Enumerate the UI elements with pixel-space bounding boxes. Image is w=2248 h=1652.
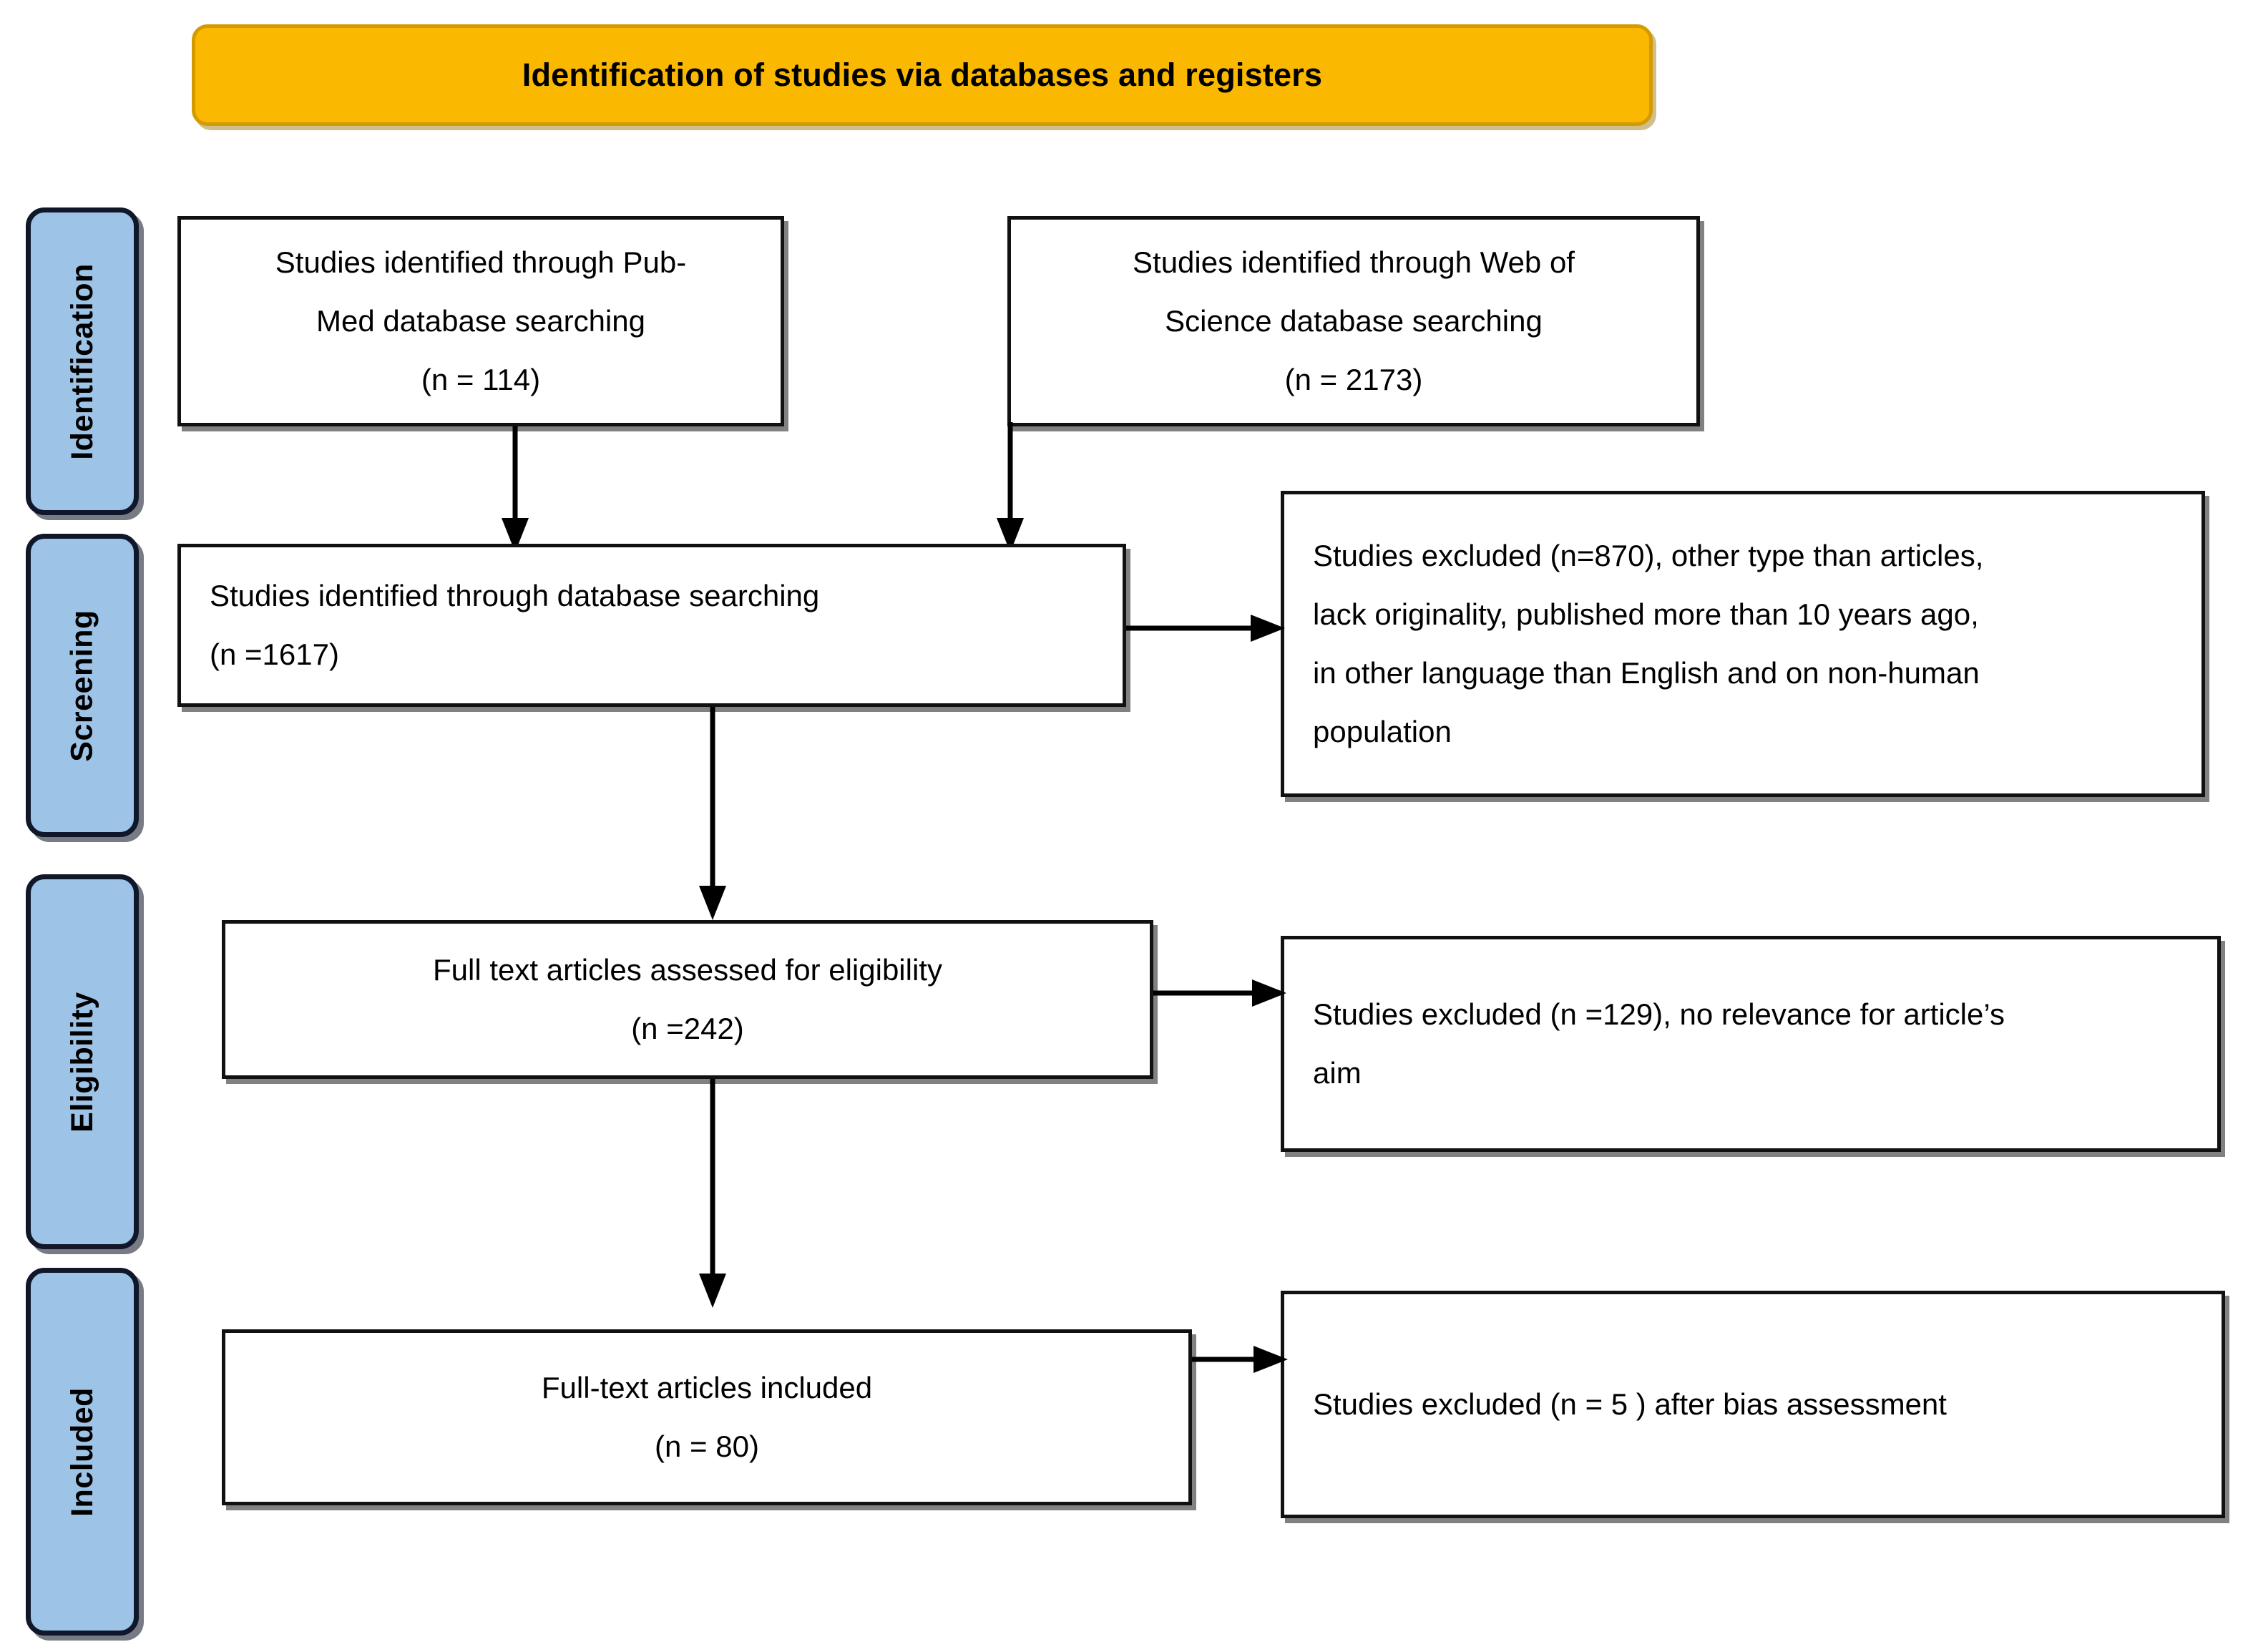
stage-tab-eligibility: Eligibility — [26, 874, 139, 1249]
arrow-eligibility-to-included — [698, 1079, 727, 1309]
box-full-text-included: Full-text articles included (n = 80) — [222, 1329, 1192, 1505]
stage-label-included: Included — [64, 1387, 99, 1517]
box-wos-count: (n = 2173) — [1284, 362, 1423, 396]
stage-label-eligibility: Eligibility — [64, 991, 99, 1133]
arrow-database-to-eligibility — [698, 707, 727, 922]
box-pubmed-line2: Med database searching — [316, 304, 645, 338]
box-full-text-assessed: Full text articles assessed for eligibil… — [222, 920, 1153, 1079]
box-screening-excluded: Studies excluded (n=870), other type tha… — [1281, 491, 2205, 797]
box-pubmed-line1: Studies identified through Pub- — [275, 245, 687, 280]
box-bias-excluded: Studies excluded (n = 5 ) after bias ass… — [1281, 1291, 2225, 1518]
box-database-searching-total: Studies identified through database sear… — [177, 544, 1126, 707]
box-bias-excluded-line1: Studies excluded (n = 5 ) after bias ass… — [1313, 1387, 1947, 1422]
stage-label-identification: Identification — [64, 263, 99, 460]
box-wos-line2: Science database searching — [1165, 304, 1543, 338]
arrow-database-to-screening-excluded — [1126, 614, 1291, 642]
box-database-total-count: (n =1617) — [210, 637, 339, 671]
stage-label-screening: Screening — [64, 609, 99, 762]
stage-tab-identification: Identification — [26, 207, 139, 515]
arrow-eligibility-to-excluded — [1153, 979, 1291, 1007]
box-screening-excluded-line1: Studies excluded (n=870), other type tha… — [1313, 539, 1984, 573]
box-included-count: (n = 80) — [655, 1429, 759, 1463]
box-eligibility-excluded-line2: aim — [1313, 1056, 1362, 1090]
box-eligibility-excluded: Studies excluded (n =129), no relevance … — [1281, 936, 2221, 1152]
header-title: Identification of studies via databases … — [522, 57, 1323, 93]
box-eligibility-excluded-line1: Studies excluded (n =129), no relevance … — [1313, 997, 2005, 1032]
arrow-pubmed-to-database — [501, 426, 529, 552]
arrow-wos-to-database — [995, 422, 1037, 552]
box-eligibility-assessed-line1: Full text articles assessed for eligibil… — [433, 953, 942, 987]
box-pubmed-count: (n = 114) — [421, 362, 541, 396]
box-pubmed-identified: Studies identified through Pub- Med data… — [177, 216, 784, 426]
stage-tab-screening: Screening — [26, 534, 139, 837]
arrow-included-to-bias-excluded — [1192, 1345, 1292, 1374]
stage-tab-included: Included — [26, 1268, 139, 1636]
box-included-line1: Full-text articles included — [541, 1371, 873, 1405]
box-screening-excluded-line3: in other language than English and on no… — [1313, 656, 1980, 690]
box-screening-excluded-line2: lack originality, published more than 10… — [1313, 597, 1979, 632]
box-screening-excluded-line4: population — [1313, 714, 1452, 748]
box-database-total-line1: Studies identified through database sear… — [210, 579, 820, 613]
box-eligibility-assessed-count: (n =242) — [631, 1012, 744, 1045]
box-wos-line1: Studies identified through Web of — [1133, 245, 1575, 280]
box-web-of-science-identified: Studies identified through Web of Scienc… — [1007, 216, 1700, 426]
header-banner: Identification of studies via databases … — [192, 24, 1653, 126]
